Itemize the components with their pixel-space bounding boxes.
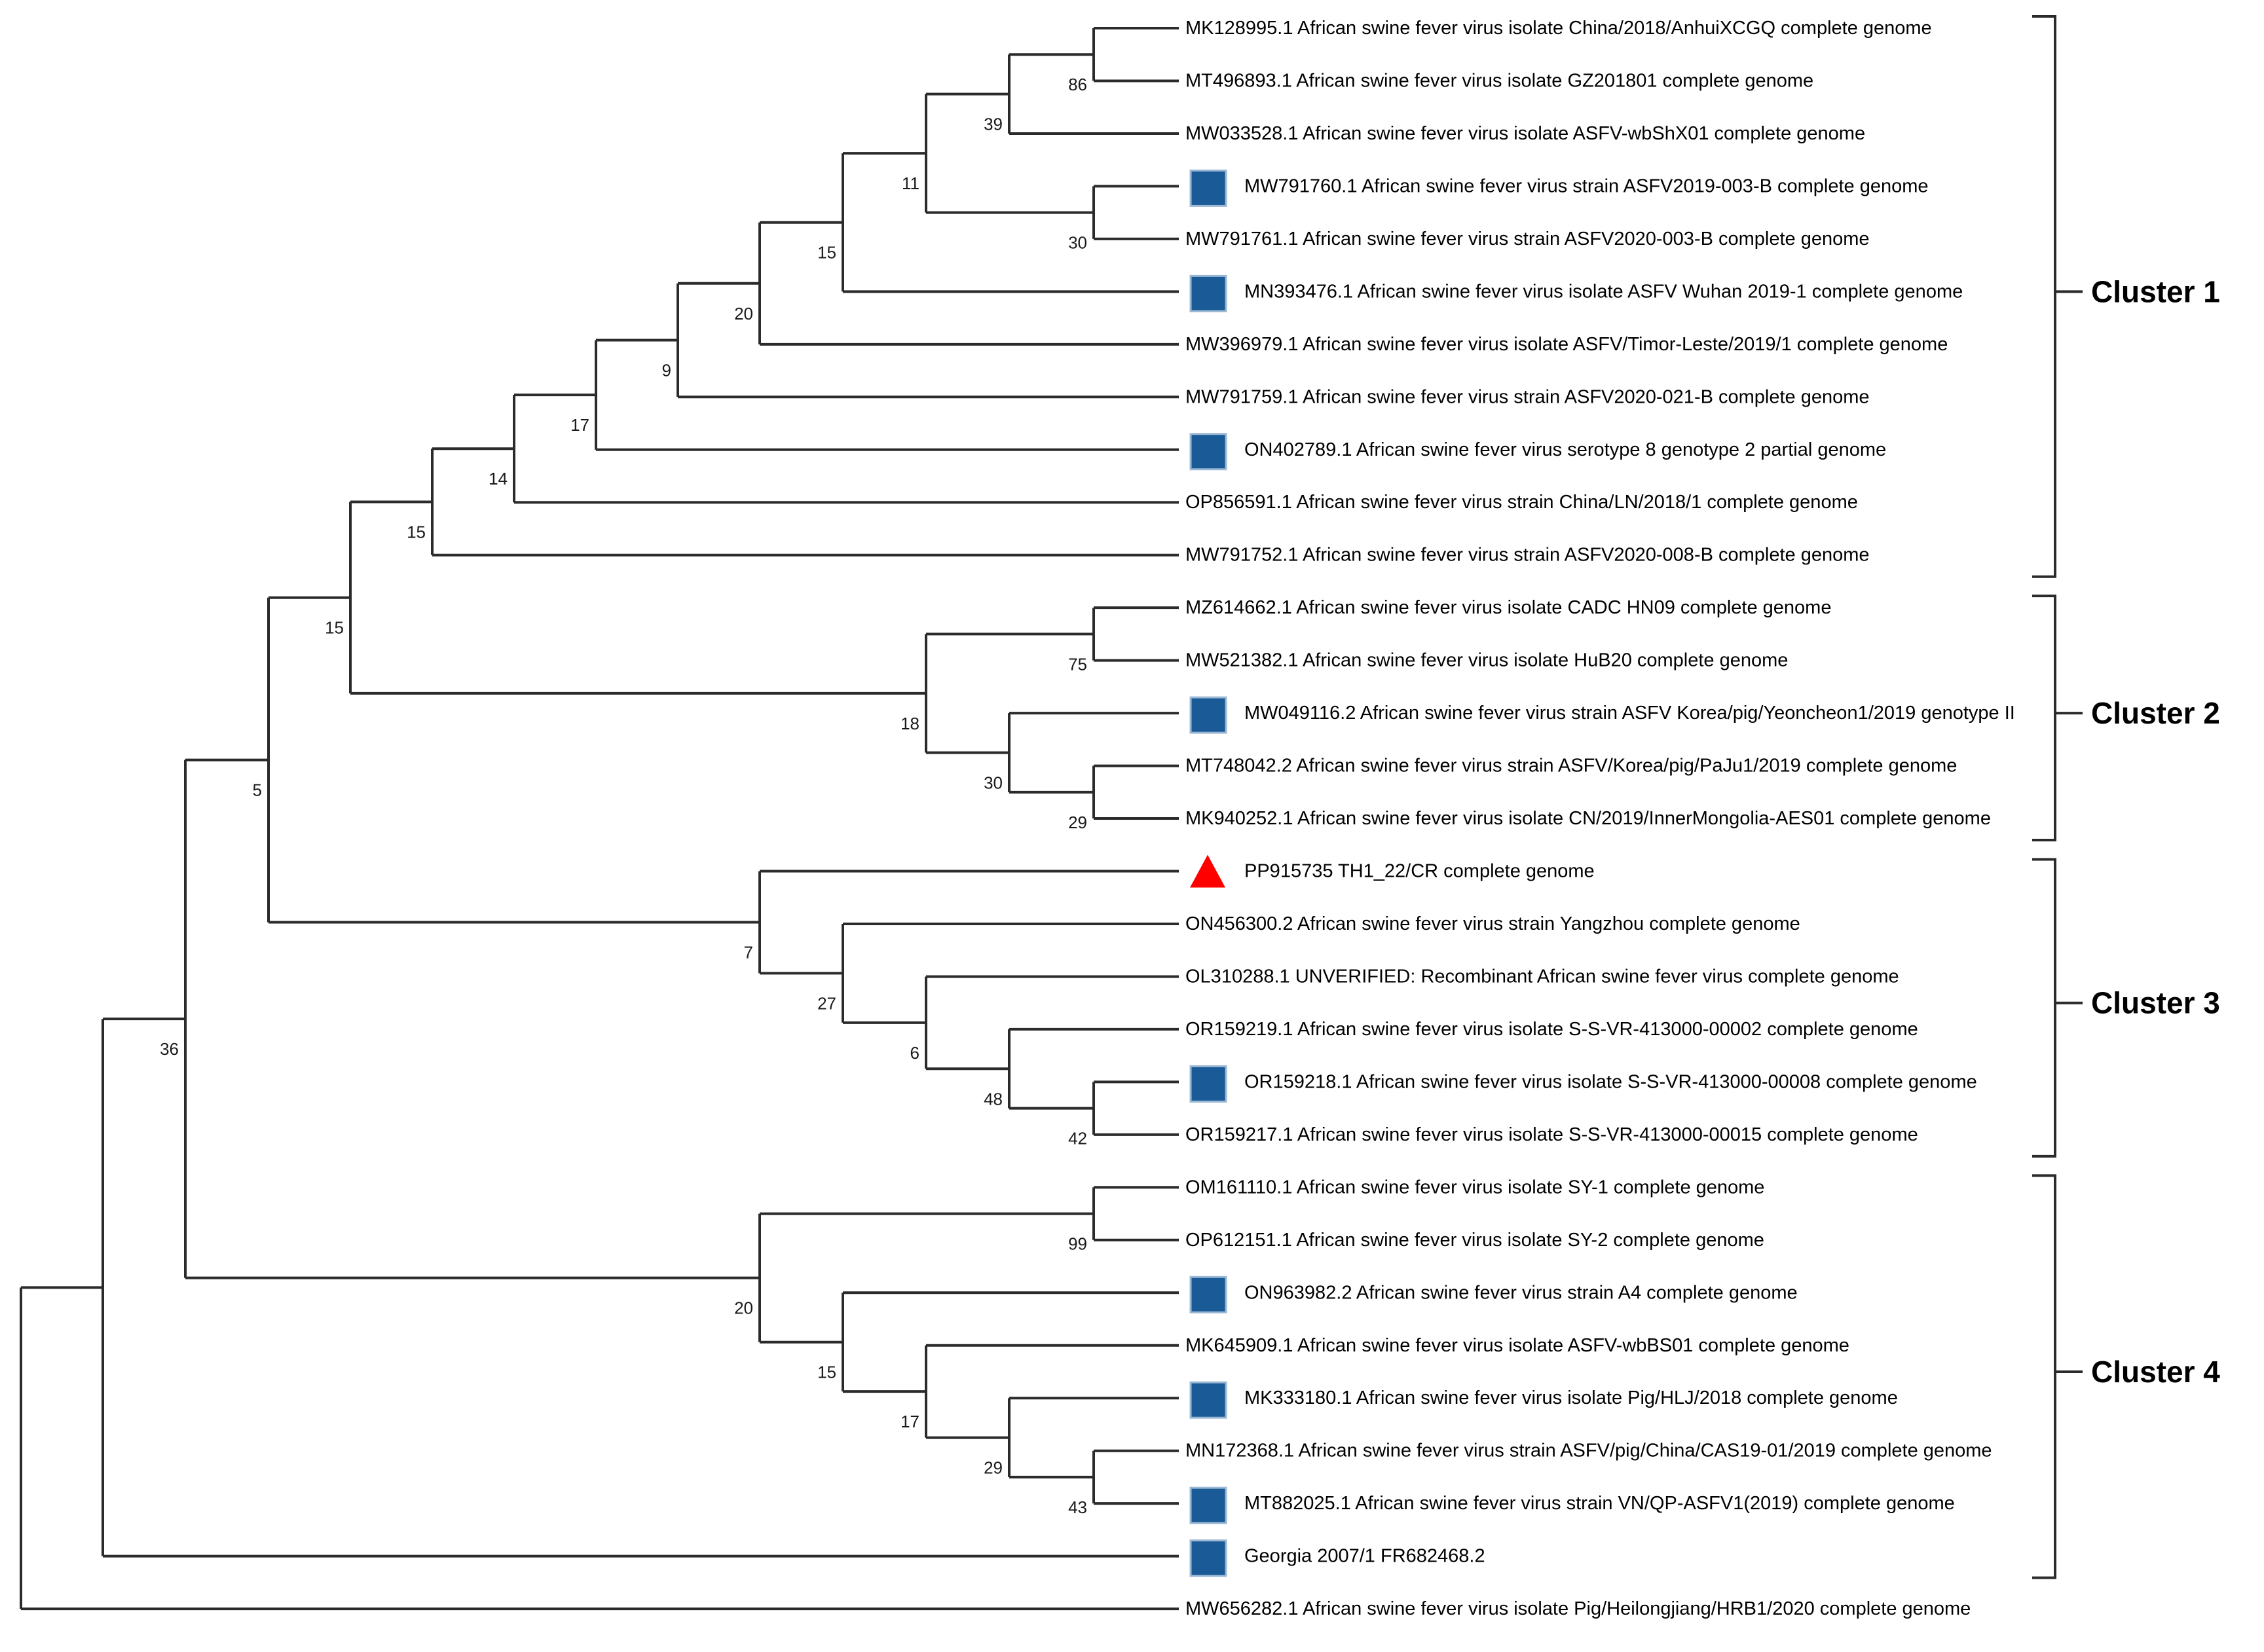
cluster-label: Cluster 2: [2091, 696, 2220, 730]
taxon-label: MW396979.1 African swine fever virus iso…: [1185, 334, 1948, 355]
taxon-label: ON963982.2 African swine fever virus str…: [1244, 1282, 1798, 1303]
taxon-label: MW791759.1 African swine fever virus str…: [1185, 386, 1870, 407]
bootstrap-value: 99: [1068, 1234, 1087, 1254]
sample-square-icon: [1189, 274, 1227, 312]
taxon-label: MW791760.1 African swine fever virus str…: [1244, 175, 1929, 196]
sample-square-icon: [1189, 1381, 1227, 1419]
bootstrap-value: 48: [984, 1089, 1003, 1109]
taxon-label: MK645909.1 African swine fever virus iso…: [1185, 1335, 1849, 1356]
taxon-label: MN393476.1 African swine fever virus iso…: [1244, 281, 1963, 302]
bootstrap-value: 14: [489, 469, 508, 488]
taxon-label: OR159219.1 African swine fever virus iso…: [1185, 1019, 1918, 1040]
bootstrap-value: 39: [984, 115, 1003, 134]
taxon-label: MW033528.1 African swine fever virus iso…: [1185, 123, 1865, 144]
bootstrap-value: 36: [160, 1039, 179, 1059]
bootstrap-value: 29: [1068, 813, 1087, 832]
bootstrap-value: 29: [984, 1458, 1003, 1478]
bootstrap-value: 43: [1068, 1497, 1087, 1517]
cluster-label: Cluster 4: [2091, 1355, 2220, 1389]
taxon-label: OL310288.1 UNVERIFIED: Recombinant Afric…: [1185, 966, 1899, 987]
sample-square-icon: [1189, 1065, 1227, 1103]
taxon-label: OP856591.1 African swine fever virus str…: [1185, 492, 1858, 513]
bootstrap-value: 7: [744, 942, 753, 962]
bootstrap-value: 15: [325, 618, 344, 638]
bootstrap-value: 30: [984, 773, 1003, 792]
taxon-label: MW791752.1 African swine fever virus str…: [1185, 545, 1870, 566]
bootstrap-value: 86: [1068, 75, 1087, 94]
cluster-bracket: [2032, 595, 2056, 842]
bootstrap-value: 75: [1068, 654, 1087, 674]
study-sample-triangle-icon: [1190, 854, 1225, 888]
bootstrap-value: 30: [1068, 233, 1087, 253]
taxon-label: MT882025.1 African swine fever virus str…: [1244, 1493, 1955, 1514]
bootstrap-value: 15: [817, 1363, 836, 1382]
bootstrap-value: 9: [662, 361, 671, 380]
taxon-label: MW656282.1 African swine fever virus iso…: [1185, 1598, 1971, 1619]
taxon-label: MT496893.1 African swine fever virus iso…: [1185, 70, 1813, 91]
taxon-label: OR159217.1 African swine fever virus iso…: [1185, 1124, 1918, 1145]
taxon-label: Georgia 2007/1 FR682468.2: [1244, 1546, 1485, 1567]
taxon-label: MK333180.1 African swine fever virus iso…: [1244, 1387, 1898, 1408]
sample-square-icon: [1189, 1486, 1227, 1524]
bootstrap-value: 15: [817, 243, 836, 263]
bootstrap-value: 18: [900, 714, 919, 733]
sample-square-icon: [1189, 1539, 1227, 1577]
cluster-bracket: [2032, 15, 2056, 578]
taxon-label: MW791761.1 African swine fever virus str…: [1185, 229, 1870, 249]
bootstrap-value: 11: [902, 174, 919, 193]
taxon-label: ON402789.1 African swine fever virus ser…: [1244, 439, 1886, 460]
taxon-label: MT748042.2 African swine fever virus str…: [1185, 756, 1957, 777]
bootstrap-value: 20: [734, 1298, 753, 1318]
sample-square-icon: [1189, 696, 1227, 734]
bootstrap-value: 17: [570, 415, 589, 435]
sample-square-icon: [1189, 169, 1227, 207]
bootstrap-value: 20: [734, 304, 753, 323]
taxon-label: MW049116.2 African swine fever virus str…: [1244, 703, 2015, 724]
taxon-label: OP612151.1 African swine fever virus iso…: [1185, 1230, 1764, 1251]
bootstrap-value: 15: [407, 522, 426, 541]
cluster-label: Cluster 3: [2091, 986, 2220, 1020]
taxon-label: MK940252.1 African swine fever virus iso…: [1185, 808, 1991, 829]
bootstrap-value: 5: [253, 780, 262, 800]
taxon-label: ON456300.2 African swine fever virus str…: [1185, 913, 1800, 934]
taxon-label: OM161110.1 African swine fever virus iso…: [1185, 1177, 1764, 1198]
bootstrap-value: 6: [910, 1043, 919, 1063]
bootstrap-value: 17: [900, 1412, 919, 1431]
taxon-label: MZ614662.1 African swine fever virus iso…: [1185, 597, 1831, 618]
sample-square-icon: [1189, 433, 1227, 471]
sample-square-icon: [1189, 1276, 1227, 1313]
cluster-bracket: [2032, 1174, 2056, 1579]
taxon-label: PP915735 TH1_22/CR complete genome: [1244, 861, 1595, 882]
taxon-label: MN172368.1 African swine fever virus str…: [1185, 1441, 1992, 1461]
taxon-label: MW521382.1 African swine fever virus iso…: [1185, 650, 1788, 671]
bootstrap-value: 27: [817, 993, 836, 1013]
cluster-bracket: [2032, 858, 2056, 1158]
bootstrap-value: 42: [1068, 1129, 1087, 1148]
taxon-label: MK128995.1 African swine fever virus iso…: [1185, 18, 1932, 39]
taxon-label: OR159218.1 African swine fever virus iso…: [1244, 1071, 1977, 1092]
cluster-label: Cluster 1: [2091, 274, 2220, 308]
